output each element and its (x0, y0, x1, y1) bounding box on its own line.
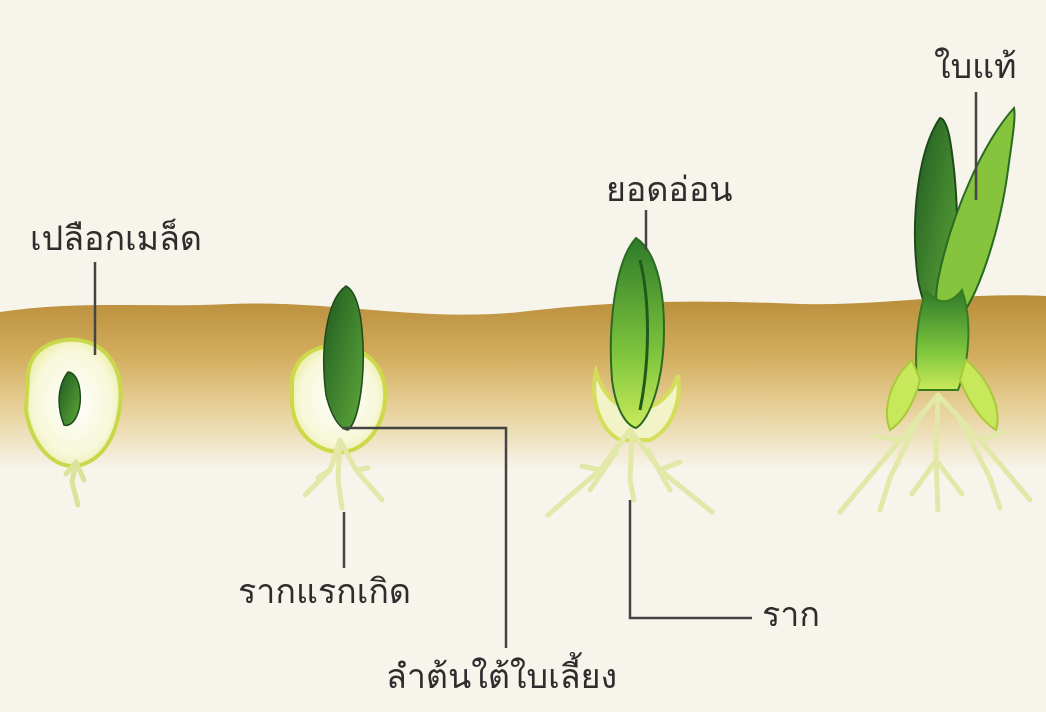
label-seed-coat: เปลือกเมล็ด (30, 222, 202, 256)
label-root: ราก (762, 598, 820, 632)
label-radicle: รากแรกเกิด (238, 575, 411, 609)
label-true-leaf: ใบแท้ (934, 50, 1017, 84)
label-hypocotyl: ลำต้นใต้ใบเลี้ยง (386, 660, 617, 694)
soil-layer (0, 295, 1046, 470)
label-young-shoot: ยอดอ่อน (606, 173, 733, 207)
